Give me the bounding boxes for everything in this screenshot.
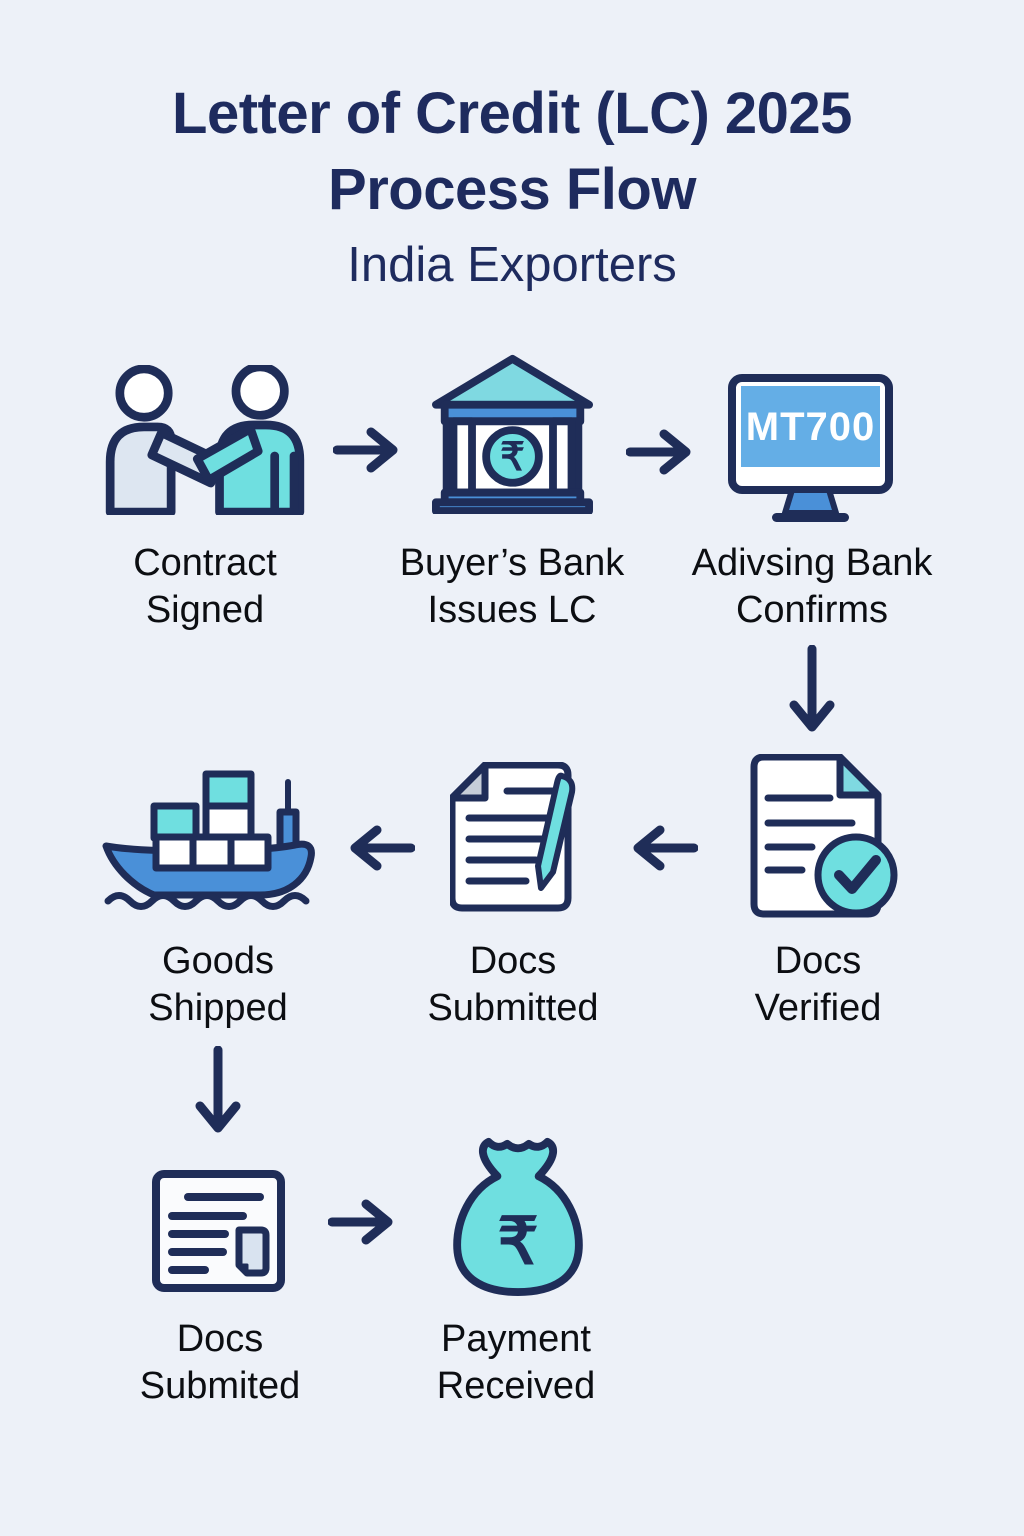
page-subtitle: India Exporters bbox=[347, 238, 677, 292]
step-label-payment-received: Payment Received bbox=[436, 1318, 596, 1407]
document-card-icon bbox=[152, 1170, 285, 1292]
arrow-right-icon bbox=[328, 1199, 393, 1245]
arrow-right-icon bbox=[626, 429, 691, 475]
step-label-docs-verified: Docs Verified bbox=[754, 940, 882, 1029]
arrow-down-icon bbox=[195, 1046, 241, 1133]
arrow-down-icon bbox=[789, 645, 835, 732]
handshake-icon bbox=[105, 365, 305, 515]
cargo-ship-icon bbox=[102, 770, 315, 910]
page-title-line1: Letter of Credit (LC) 2025 bbox=[172, 81, 852, 146]
step-label-docs-submitted: Docs Submitted bbox=[427, 940, 599, 1029]
document-check-icon bbox=[750, 754, 898, 918]
document-pen-icon bbox=[450, 762, 576, 912]
arrow-left-icon bbox=[350, 825, 415, 871]
step-label-docs-submited: Docs Submited bbox=[139, 1318, 301, 1407]
bag-rupee-symbol: ₹ bbox=[497, 1205, 538, 1278]
bank-rupee-symbol: ₹ bbox=[500, 436, 525, 479]
page-title-line2: Process Flow bbox=[328, 157, 696, 222]
arrow-left-icon bbox=[633, 825, 698, 871]
step-label-buyers-bank: Buyer’s Bank Issues LC bbox=[399, 542, 625, 631]
monitor-mt700-icon: MT700 bbox=[728, 374, 893, 522]
arrow-right-icon bbox=[333, 427, 398, 473]
step-label-advising-bank: Adivsing Bank Confirms bbox=[691, 542, 933, 631]
bank-icon: ₹ bbox=[432, 354, 593, 514]
step-label-contract-signed: Contract Signed bbox=[133, 542, 277, 631]
step-label-goods-shipped: Goods Shipped bbox=[148, 940, 288, 1029]
monitor-screen-text: MT700 bbox=[746, 405, 876, 449]
money-bag-icon: ₹ bbox=[453, 1137, 583, 1297]
title-block: Letter of Credit (LC) 2025 Process Flow … bbox=[0, 76, 1024, 294]
